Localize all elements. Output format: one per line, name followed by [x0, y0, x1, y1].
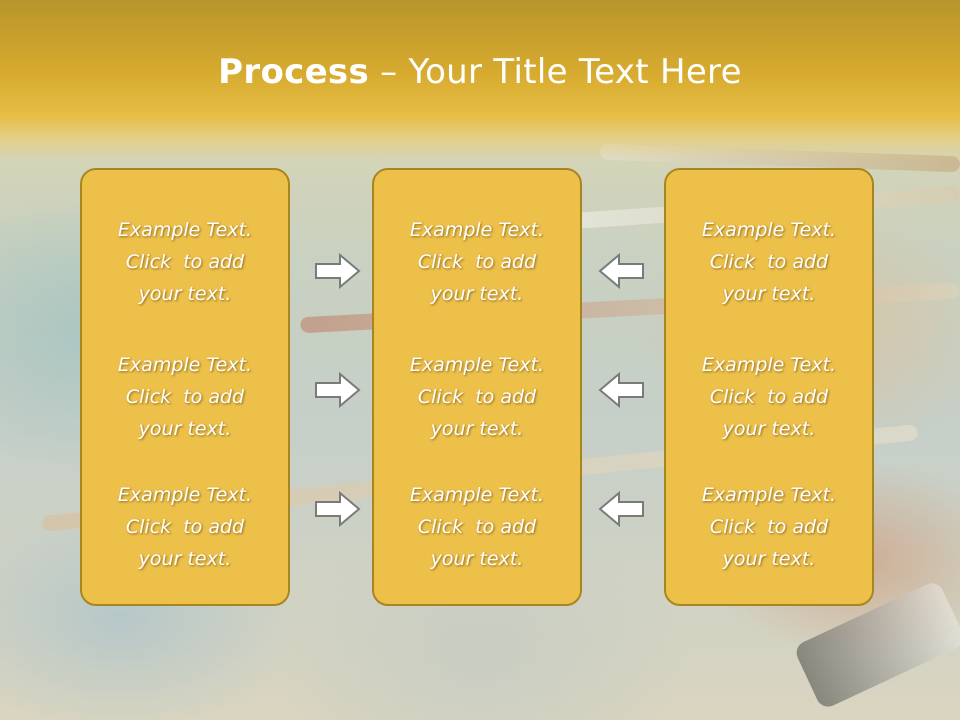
text-placeholder[interactable]: Example Text. Click to add your text.: [82, 479, 288, 575]
placeholder-line: your text.: [430, 283, 524, 305]
placeholder-line: your text.: [722, 548, 816, 570]
title-rest: – Your Title Text Here: [369, 52, 742, 92]
text-placeholder[interactable]: Example Text. Click to add your text.: [374, 214, 580, 310]
right-text-panel[interactable]: Example Text. Click to add your text. Ex…: [664, 168, 874, 606]
placeholder-line: your text.: [138, 283, 232, 305]
placeholder-line: Click to add: [125, 386, 245, 408]
placeholder-line: Example Text.: [409, 219, 545, 241]
placeholder-line: Click to add: [709, 386, 829, 408]
slide-title[interactable]: Process – Your Title Text Here: [0, 52, 960, 92]
placeholder-line: Example Text.: [409, 484, 545, 506]
placeholder-line: your text.: [138, 418, 232, 440]
title-bar: [0, 0, 960, 160]
right-arrow-icon[interactable]: [314, 371, 362, 409]
left-arrow-icon[interactable]: [597, 252, 645, 290]
placeholder-line: your text.: [138, 548, 232, 570]
text-placeholder[interactable]: Example Text. Click to add your text.: [374, 349, 580, 445]
placeholder-line: Example Text.: [409, 354, 545, 376]
text-placeholder[interactable]: Example Text. Click to add your text.: [374, 479, 580, 575]
placeholder-line: your text.: [722, 283, 816, 305]
left-text-panel[interactable]: Example Text. Click to add your text. Ex…: [80, 168, 290, 606]
placeholder-line: Example Text.: [701, 484, 837, 506]
placeholder-line: Click to add: [709, 251, 829, 273]
placeholder-line: Example Text.: [701, 354, 837, 376]
title-bold: Process: [218, 52, 370, 92]
placeholder-line: Example Text.: [117, 219, 253, 241]
text-placeholder[interactable]: Example Text. Click to add your text.: [666, 349, 872, 445]
left-arrow-icon[interactable]: [597, 371, 645, 409]
text-placeholder[interactable]: Example Text. Click to add your text.: [82, 349, 288, 445]
placeholder-line: Example Text.: [701, 219, 837, 241]
left-arrow-icon[interactable]: [597, 490, 645, 528]
placeholder-line: Click to add: [125, 516, 245, 538]
right-arrow-icon[interactable]: [314, 252, 362, 290]
placeholder-line: Click to add: [709, 516, 829, 538]
center-text-panel[interactable]: Example Text. Click to add your text. Ex…: [372, 168, 582, 606]
placeholder-line: Click to add: [417, 251, 537, 273]
text-placeholder[interactable]: Example Text. Click to add your text.: [82, 214, 288, 310]
placeholder-line: Click to add: [125, 251, 245, 273]
text-placeholder[interactable]: Example Text. Click to add your text.: [666, 214, 872, 310]
placeholder-line: Click to add: [417, 516, 537, 538]
placeholder-line: Example Text.: [117, 484, 253, 506]
right-arrow-icon[interactable]: [314, 490, 362, 528]
placeholder-line: Click to add: [417, 386, 537, 408]
text-placeholder[interactable]: Example Text. Click to add your text.: [666, 479, 872, 575]
placeholder-line: your text.: [722, 418, 816, 440]
placeholder-line: your text.: [430, 548, 524, 570]
placeholder-line: your text.: [430, 418, 524, 440]
placeholder-line: Example Text.: [117, 354, 253, 376]
